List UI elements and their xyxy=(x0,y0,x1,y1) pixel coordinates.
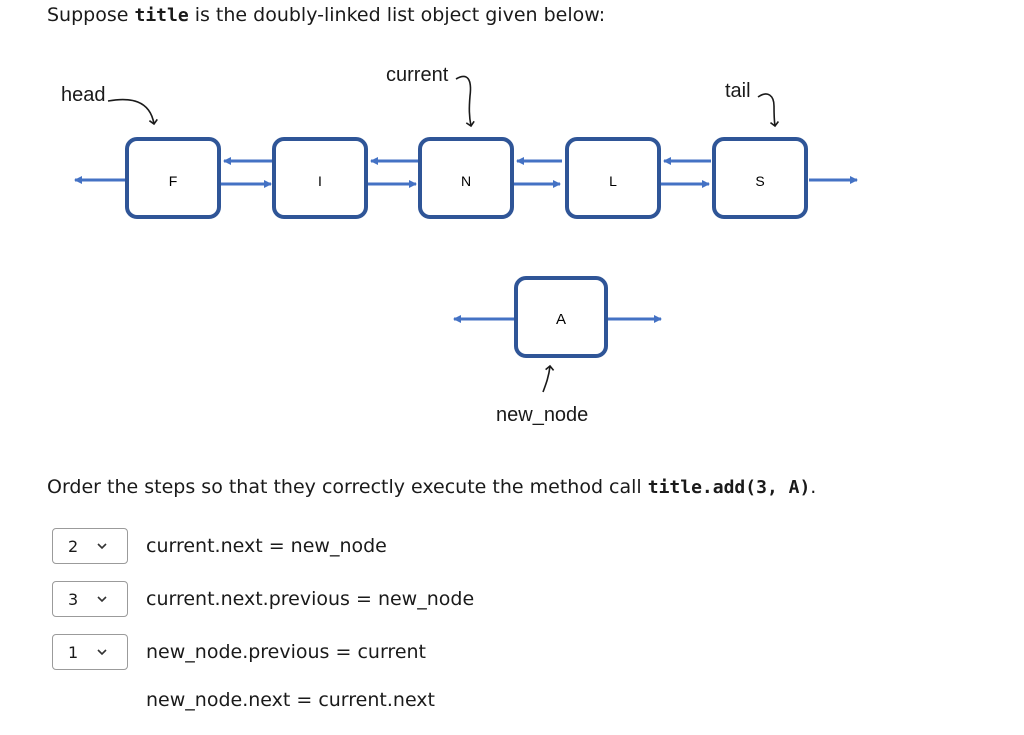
list-node-n: N xyxy=(418,137,514,219)
linked-list-diagram: F I N L S A head current tail new_node xyxy=(61,64,858,426)
current-label: current xyxy=(386,64,449,86)
step-row: 3 current.next.previous = new_node xyxy=(52,579,474,619)
new-node-pointer xyxy=(542,364,555,393)
step-text: current.next.previous = new_node xyxy=(146,588,475,610)
current-pointer xyxy=(455,75,475,128)
step-order-select[interactable]: 2 xyxy=(52,528,128,564)
code-title: title xyxy=(134,5,189,26)
step-row: 2 current.next = new_node xyxy=(52,526,387,566)
step-order-select[interactable]: 1 xyxy=(52,634,128,670)
tail-pointer xyxy=(757,93,780,128)
step-row: new_node.next = current.next xyxy=(52,680,435,720)
new-node-box: A xyxy=(514,276,608,358)
step-row: 1 new_node.previous = current xyxy=(52,632,426,672)
chevron-down-icon xyxy=(97,596,107,603)
chevron-down-icon xyxy=(97,649,107,656)
list-node-l: L xyxy=(565,137,661,219)
step-text: new_node.next = current.next xyxy=(146,689,435,711)
head-label: head xyxy=(61,84,106,106)
svg-text:I: I xyxy=(318,173,322,189)
chevron-down-icon xyxy=(97,543,107,550)
svg-text:S: S xyxy=(755,173,764,189)
head-pointer xyxy=(107,98,158,126)
new-node-label: new_node xyxy=(496,404,588,426)
step-text: current.next = new_node xyxy=(146,535,387,557)
code-method-call: title.add(3, A) xyxy=(647,477,811,498)
question-text: Suppose title is the doubly-linked list … xyxy=(47,4,606,26)
svg-text:N: N xyxy=(461,173,471,189)
tail-label: tail xyxy=(725,80,751,102)
step-order-select[interactable]: 3 xyxy=(52,581,128,617)
svg-text:A: A xyxy=(556,311,566,328)
list-node-i: I xyxy=(272,137,368,219)
svg-text:L: L xyxy=(609,173,617,189)
list-node-s: S xyxy=(712,137,808,219)
svg-text:F: F xyxy=(169,173,178,189)
step-text: new_node.previous = current xyxy=(146,641,426,663)
list-node-f: F xyxy=(125,137,221,219)
node-links xyxy=(221,157,711,188)
instruction-text: Order the steps so that they correctly e… xyxy=(47,476,817,498)
